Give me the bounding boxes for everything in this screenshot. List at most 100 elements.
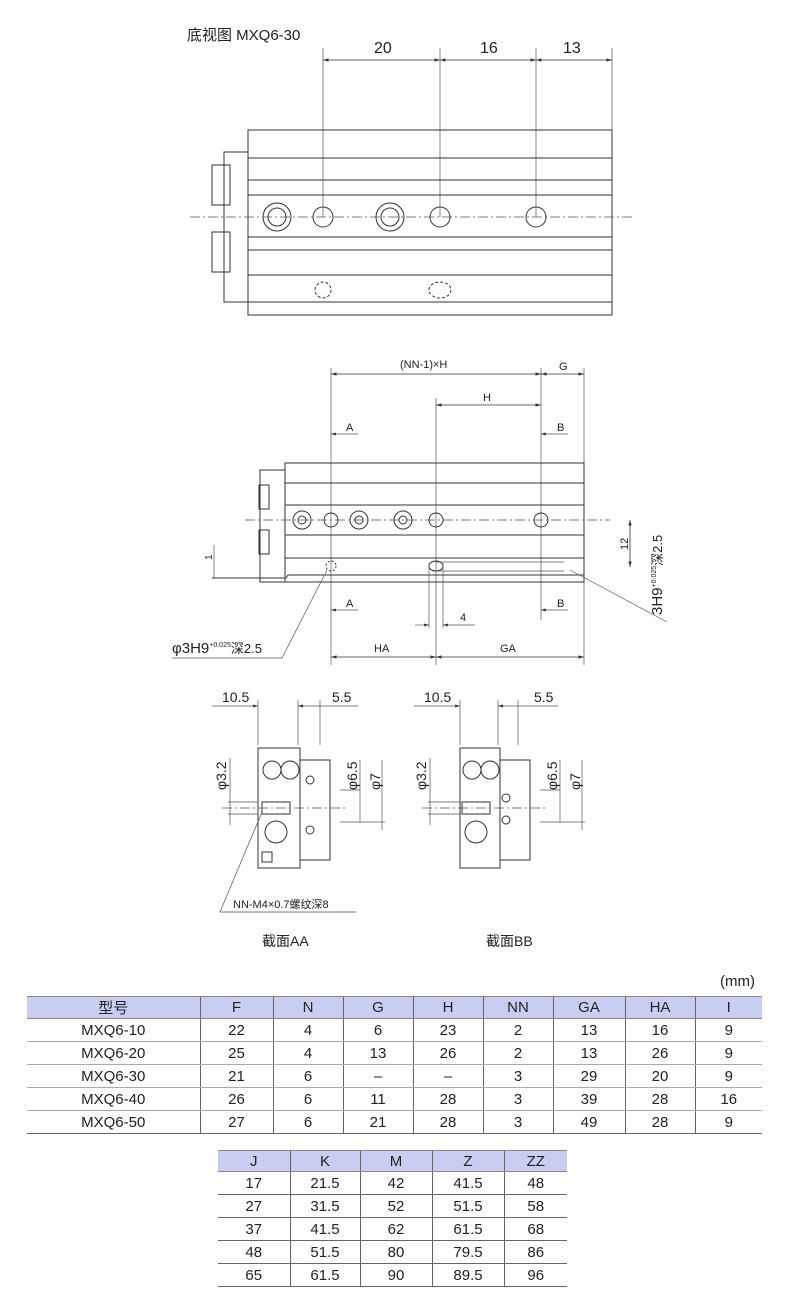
table-cell: 37 <box>218 1217 290 1241</box>
table-cell: 31.5 <box>289 1194 360 1218</box>
column-header: 型号 <box>27 996 200 1019</box>
table-cell: 27 <box>218 1194 290 1218</box>
table-cell: 29 <box>552 1064 625 1088</box>
table-cell: 23 <box>412 1018 483 1042</box>
table-cell: 79.5 <box>431 1240 504 1264</box>
table-cell: 61.5 <box>289 1263 360 1287</box>
table-cell: 9 <box>694 1110 762 1134</box>
section-mark-a-top: A <box>346 422 354 434</box>
section-aa-label: 截面AA <box>262 933 309 949</box>
dim-phi-6-5-bb: φ6.5 <box>544 761 560 790</box>
dim-10-5-bb: 10.5 <box>424 689 451 705</box>
dim-phi-7-bb: φ7 <box>567 773 583 790</box>
mount-hole <box>429 206 451 228</box>
section-mark-b-top: B <box>557 422 564 434</box>
table-cell: 9 <box>694 1041 762 1065</box>
dim-12: 12 <box>619 538 631 550</box>
table-cell: – <box>412 1064 483 1088</box>
dim-5-5-bb: 5.5 <box>534 689 554 705</box>
table-cell: 16 <box>694 1087 762 1111</box>
pin-hole <box>314 281 332 299</box>
table-cell: 65 <box>218 1263 290 1287</box>
table-cell: 90 <box>359 1263 432 1287</box>
table-cell: 61.5 <box>431 1217 504 1241</box>
table-cell: 28 <box>412 1087 483 1111</box>
table-cell: 41.5 <box>289 1217 360 1241</box>
column-header: H <box>412 996 483 1019</box>
table-cell: 9 <box>694 1018 762 1042</box>
section-mark-a-bottom: A <box>346 598 354 610</box>
column-header: K <box>289 1150 360 1172</box>
table-cell: 28 <box>624 1087 695 1111</box>
port-hole <box>262 202 292 232</box>
dim-g: G <box>559 361 568 373</box>
dim-h: H <box>483 392 491 404</box>
table-cell: 21 <box>342 1110 413 1134</box>
table-cell: 26 <box>624 1041 695 1065</box>
table-cell: 3 <box>482 1087 553 1111</box>
table-cell: 11 <box>342 1087 413 1111</box>
mount-hole <box>525 206 547 228</box>
section-aa: 10.5 5.5 φ3.2 φ6.5 φ7 NN-M4×0.7螺纹深8 截面AA <box>212 689 385 949</box>
table-cell: 51.5 <box>431 1194 504 1218</box>
dim-20: 20 <box>374 40 392 57</box>
dim-10-5: 10.5 <box>222 689 249 705</box>
dim-phi-3-2-bb: φ3.2 <box>413 761 429 790</box>
table-cell: 26 <box>199 1087 273 1111</box>
dim-5-5: 5.5 <box>332 689 352 705</box>
table-cell: 13 <box>552 1041 625 1065</box>
thread-note: NN-M4×0.7螺纹深8 <box>233 897 329 911</box>
dim-13: 13 <box>563 40 581 57</box>
table-cell: MXQ6-10 <box>27 1018 200 1042</box>
column-header: M <box>359 1150 432 1172</box>
table-cell: 2 <box>482 1041 553 1065</box>
table-cell: 49 <box>552 1110 625 1134</box>
table-cell: 41.5 <box>431 1171 504 1195</box>
column-header: N <box>272 996 343 1019</box>
pin-hole <box>325 560 337 572</box>
table-cell: 86 <box>503 1240 567 1264</box>
table-cell: 89.5 <box>431 1263 504 1287</box>
port-hole <box>349 510 369 530</box>
table-cell: MXQ6-50 <box>27 1110 200 1134</box>
dim-phi-7-aa: φ7 <box>367 773 383 790</box>
table-cell: – <box>342 1064 413 1088</box>
table-cell: 21 <box>199 1064 273 1088</box>
table-cell: 80 <box>359 1240 432 1264</box>
table-cell: 4 <box>272 1041 343 1065</box>
port-hole <box>393 510 413 530</box>
table-cell: 6 <box>272 1064 343 1088</box>
hole-spec-right: 3H9+0.025深2.5 <box>649 535 666 615</box>
drawing-canvas: 底视图 MXQ6-30 20 16 13 <box>172 27 668 949</box>
table-cell: 2 <box>482 1018 553 1042</box>
table-cell: 48 <box>218 1240 290 1264</box>
table-cell: 42 <box>359 1171 432 1195</box>
section-bb: 10.5 5.5 φ3.2 φ6.5 φ7 截面BB <box>413 689 585 949</box>
dim-nn-h: (NN-1)×H <box>400 359 447 371</box>
table-cell: 51.5 <box>289 1240 360 1264</box>
hole-spec-left: φ3H9+0.025深2.5 <box>172 640 262 657</box>
column-header: NN <box>482 996 553 1019</box>
dim-phi-6-5-aa: φ6.5 <box>344 761 360 790</box>
column-header: HA <box>624 996 695 1019</box>
dim-1: 1 <box>204 554 215 560</box>
unit-label: (mm) <box>720 973 755 990</box>
column-header: J <box>218 1150 290 1172</box>
table-cell: 48 <box>503 1171 567 1195</box>
column-header: ZZ <box>503 1150 567 1172</box>
table-cell: 6 <box>342 1018 413 1042</box>
table-cell: 26 <box>412 1041 483 1065</box>
table-cell: 4 <box>272 1018 343 1042</box>
dim-16: 16 <box>480 40 498 57</box>
dim-phi-3-2-aa: φ3.2 <box>213 761 229 790</box>
column-header: F <box>199 996 273 1019</box>
